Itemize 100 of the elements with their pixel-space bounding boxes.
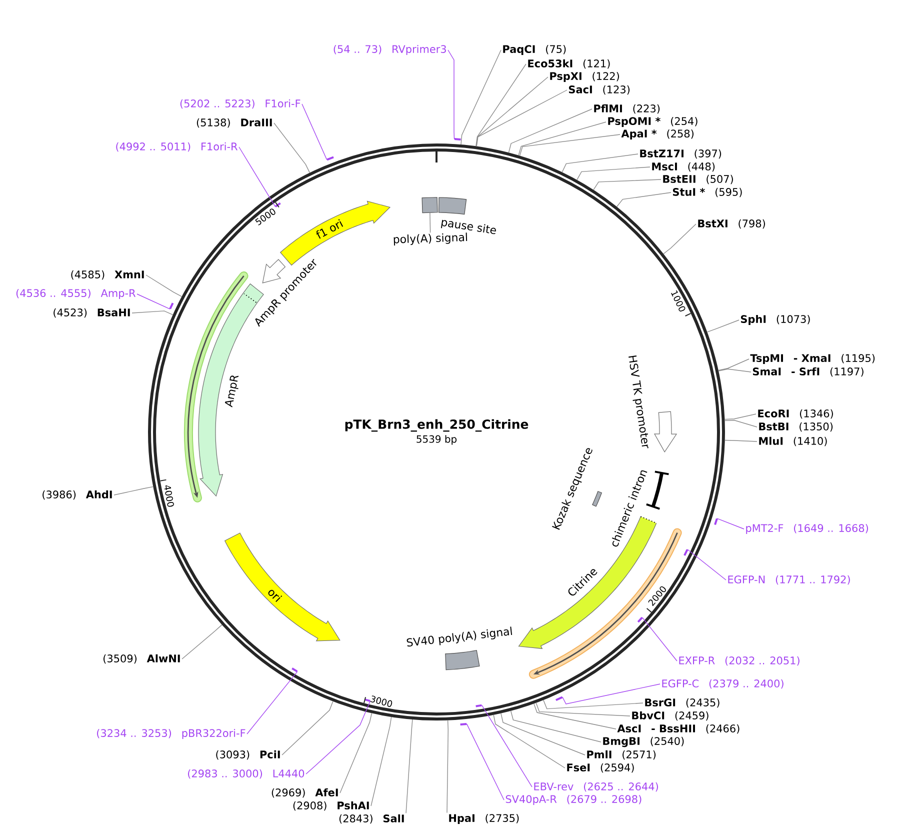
leader-line [238, 146, 276, 208]
leader-line [642, 617, 678, 662]
leader-line [446, 720, 448, 814]
primer-mark [714, 518, 718, 525]
site-label: AscI - BssHII (2466) [617, 724, 740, 734]
site-label: BbvCI (2459) [632, 711, 708, 721]
leader-line [370, 716, 392, 806]
leader-line [406, 719, 413, 814]
site-label: BstEII (507) [663, 174, 733, 184]
primer-label: (5202 .. 5223) F1ori-F [180, 99, 300, 109]
primer-label: EGFP-N (1771 .. 1792) [728, 575, 850, 585]
site-label: (3509) AlwNI [104, 654, 180, 664]
site-label: FseI (2594) [567, 763, 634, 773]
site-label: PspXI (122) [550, 72, 619, 82]
feature-label: poly(A) signal [394, 232, 468, 246]
primer-label: (4992 .. 5011) F1ori-R [116, 142, 238, 152]
leader-line [146, 274, 182, 297]
leader-line [448, 50, 455, 140]
leader-line [246, 671, 298, 734]
site-label: BstZ17I (397) [640, 149, 722, 159]
leader-line [562, 154, 638, 173]
sequence-length: 5539 bp [416, 435, 457, 445]
primer-mark [684, 549, 688, 556]
primer-mark [292, 668, 298, 672]
leader-line [482, 704, 532, 788]
site-label: SmaI - SrfI (1197) [752, 367, 864, 377]
tick-label: 1000 [671, 290, 686, 312]
site-label: (2908) PshAI [293, 801, 369, 811]
leader-line [114, 486, 154, 496]
leader-line [132, 310, 174, 316]
site-label: StuI * (595) [672, 188, 742, 198]
site-label: PaqCI (75) [503, 44, 566, 56]
leader-line [493, 714, 566, 768]
primer-label: (54 .. 73) RVprimer3 [334, 44, 446, 56]
leader-line [466, 724, 504, 800]
site-label: BmgBI (2540) [603, 736, 684, 748]
leader-line [182, 624, 222, 660]
leader-line [136, 294, 170, 310]
primer-label: (2983 .. 3000) L4440 [188, 769, 304, 779]
leader-line [302, 104, 328, 160]
site-label: BstXI (798) [698, 219, 765, 229]
primer-mark [637, 616, 643, 623]
leader-line [716, 518, 744, 530]
leader-line [687, 549, 726, 580]
site-label: (3093) PciI [216, 750, 280, 760]
site-label: MluI (1410) [759, 436, 827, 446]
plasmid-name: pTK_Brn3_enh_250_Citrine [345, 419, 528, 432]
leader-line [724, 414, 756, 420]
primer-mark [454, 138, 461, 140]
site-label: (2969) AfeI [272, 788, 338, 798]
leader-line [476, 64, 526, 147]
leader-line [306, 700, 371, 774]
site-label: BsrGI (2435) [645, 698, 720, 708]
feature-box [422, 197, 438, 214]
primer-mark [476, 704, 482, 708]
leader-line [616, 192, 672, 208]
primer-label: (3234 .. 3253) pBR322ori-F [97, 728, 246, 740]
leader-line [340, 712, 372, 794]
feature-label: AmpR [224, 376, 239, 408]
leader-line [724, 440, 758, 442]
leader-line [476, 90, 568, 147]
primer-mark [364, 698, 370, 702]
primer-label: EXFP-R (2032 .. 2051) [679, 656, 800, 666]
leader-line [663, 224, 696, 254]
primer-label: EBV-rev (2625 .. 2644) [534, 782, 658, 792]
tick-label: 4000 [164, 485, 174, 507]
leader-line [724, 420, 758, 428]
site-label: (3986) AhdI [42, 490, 112, 500]
leader-line [718, 368, 752, 372]
leader-line [536, 702, 630, 716]
primer-label: pMT2-F (1649 .. 1668) [746, 524, 868, 534]
leader-line [430, 212, 431, 233]
tick-label: 3000 [370, 696, 392, 707]
site-label: SacI (123) [568, 85, 630, 95]
primer-mark [169, 302, 174, 310]
leader-line [706, 320, 740, 332]
site-label: PflMI (223) [594, 104, 660, 114]
site-label: (2843) SalI [339, 814, 404, 824]
site-label: Eco53kI (121) [528, 59, 610, 69]
leader-line [543, 700, 644, 710]
leader-line [508, 108, 592, 154]
site-label: ApaI * (258) [621, 129, 694, 140]
site-label: MscI (448) [652, 162, 715, 172]
site-label: PmlI (2571) [587, 750, 656, 760]
site-label: BstBI (1350) [759, 422, 833, 432]
leader-line [593, 179, 662, 190]
primer-mark [460, 722, 467, 726]
leader-line [510, 710, 602, 742]
site-label: TspMI - XmaI (1195) [750, 354, 875, 364]
primer-label: EGFP-C (2379 .. 2400) [662, 679, 784, 689]
site-label: PspOMI * (254) [608, 116, 698, 128]
leader-line [562, 684, 660, 704]
leader-line [576, 166, 650, 180]
site-label: HpaI (2735) [449, 814, 519, 824]
site-label: (4523) BsaHI [54, 308, 130, 318]
feature-label: HSV TK promoter [628, 355, 648, 448]
site-label: (4585) XmnI [71, 270, 144, 280]
primer-mark [326, 156, 334, 161]
leader-line [518, 122, 606, 156]
leader-line [476, 76, 548, 147]
